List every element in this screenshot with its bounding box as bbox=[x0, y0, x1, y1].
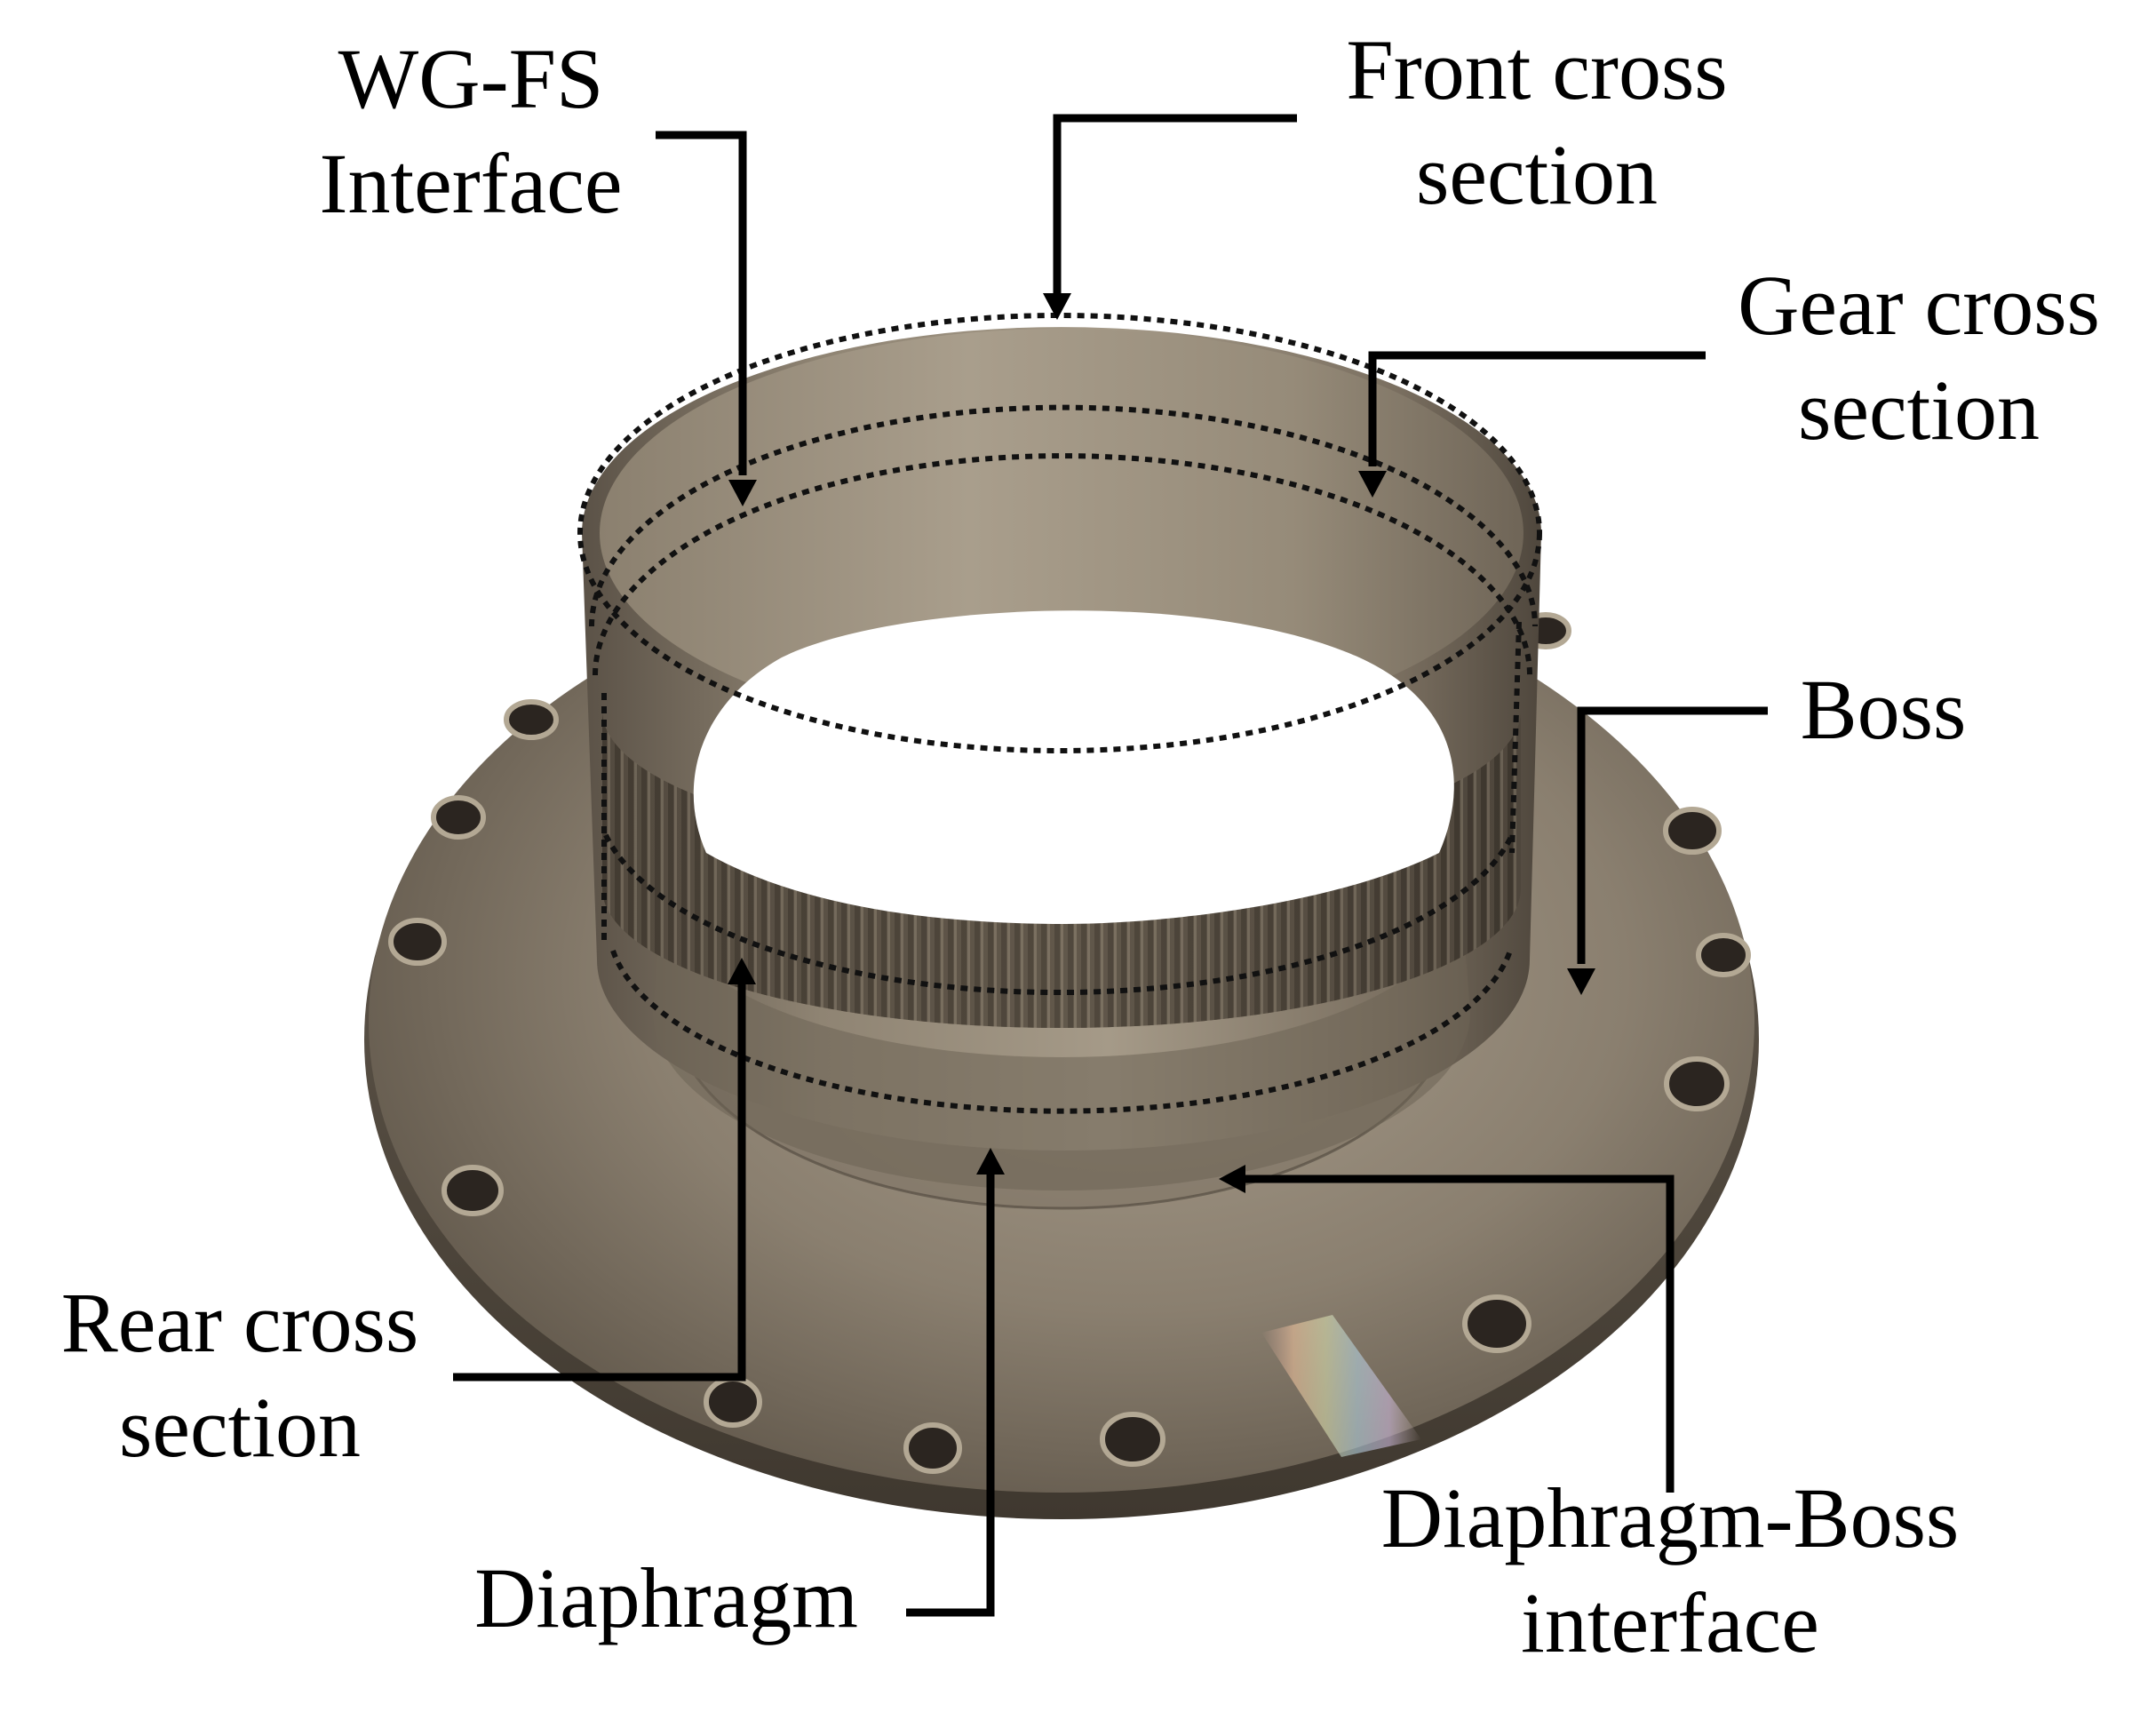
arrowhead-diaphragm-boss-interface bbox=[1219, 1165, 1245, 1193]
label-diaphragm: Diaphragm bbox=[426, 1546, 906, 1651]
leader-diaphragm-boss-interface bbox=[1244, 1175, 1675, 1493]
bolt-holes bbox=[388, 612, 1751, 1474]
label-boss: Boss bbox=[1768, 657, 1999, 762]
arrowhead-gear-cross-section bbox=[1358, 471, 1387, 498]
label-diaphragm-boss-interface: Diaphragm-Boss interface bbox=[1315, 1466, 2025, 1676]
bolt-hole bbox=[1663, 807, 1722, 855]
diaphragm-wall bbox=[653, 897, 1470, 1191]
label-line: section bbox=[1416, 127, 1658, 222]
arrowhead-rear-cross-section bbox=[728, 958, 756, 984]
label-line: Diaphragm bbox=[474, 1550, 858, 1645]
leader-arrowheads bbox=[728, 293, 1595, 1193]
wg-fs-interface-outline bbox=[593, 453, 1532, 676]
label-line: section bbox=[1798, 362, 2040, 458]
bolt-hole bbox=[388, 918, 447, 966]
leader-diaphragm bbox=[906, 1173, 995, 1617]
label-line: Interface bbox=[319, 136, 623, 231]
label-front-cross-section: Front cross section bbox=[1279, 18, 1794, 227]
bolt-hole bbox=[431, 795, 486, 840]
arrowhead-boss bbox=[1567, 968, 1595, 995]
teeth-right-outline bbox=[1509, 621, 1522, 854]
inner-hole bbox=[693, 610, 1454, 924]
leader-boss bbox=[1577, 706, 1768, 964]
bolt-hole bbox=[442, 1165, 504, 1216]
bolt-hole bbox=[1462, 1294, 1531, 1353]
label-gear-cross-section: Gear cross section bbox=[1706, 253, 2132, 463]
bolt-hole bbox=[903, 1422, 962, 1474]
front-cross-section-outline bbox=[577, 313, 1542, 753]
label-line: Gear cross bbox=[1738, 258, 2100, 353]
label-line: Front cross bbox=[1346, 22, 1728, 117]
leader-gear-cross-section bbox=[1368, 351, 1706, 466]
bolt-hole bbox=[504, 699, 559, 740]
bolt-hole bbox=[704, 1376, 762, 1428]
label-line: interface bbox=[1521, 1575, 1819, 1670]
light-reflection bbox=[1261, 1315, 1421, 1457]
arrowhead-wg-fs-interface bbox=[728, 480, 757, 506]
rear-cross-section-outline bbox=[610, 950, 1513, 1114]
bolt-hole bbox=[1664, 1056, 1730, 1111]
label-line: section bbox=[119, 1380, 361, 1475]
bolt-hole bbox=[1100, 1412, 1165, 1467]
arrowhead-diaphragm bbox=[976, 1148, 1005, 1175]
leader-front-cross-section bbox=[1053, 114, 1297, 293]
label-line: Boss bbox=[1800, 662, 1967, 757]
label-line: Rear cross bbox=[60, 1275, 419, 1370]
leader-rear-cross-section bbox=[453, 982, 746, 1382]
leader-lines bbox=[453, 114, 1768, 1617]
gear-cross-section-outline bbox=[589, 404, 1538, 627]
bolt-hole bbox=[1696, 933, 1751, 977]
label-rear-cross-section: Rear cross section bbox=[18, 1270, 462, 1480]
label-wg-fs-interface: WG-FS Interface bbox=[267, 27, 675, 236]
gear-band-lower-outline bbox=[603, 833, 1515, 996]
label-line: WG-FS bbox=[338, 31, 604, 126]
leader-wg-fs-interface bbox=[656, 131, 747, 475]
label-line: Diaphragm-Boss bbox=[1380, 1470, 1960, 1565]
arrowhead-front-cross-section bbox=[1043, 293, 1071, 320]
cross-section-outlines bbox=[577, 313, 1542, 1114]
